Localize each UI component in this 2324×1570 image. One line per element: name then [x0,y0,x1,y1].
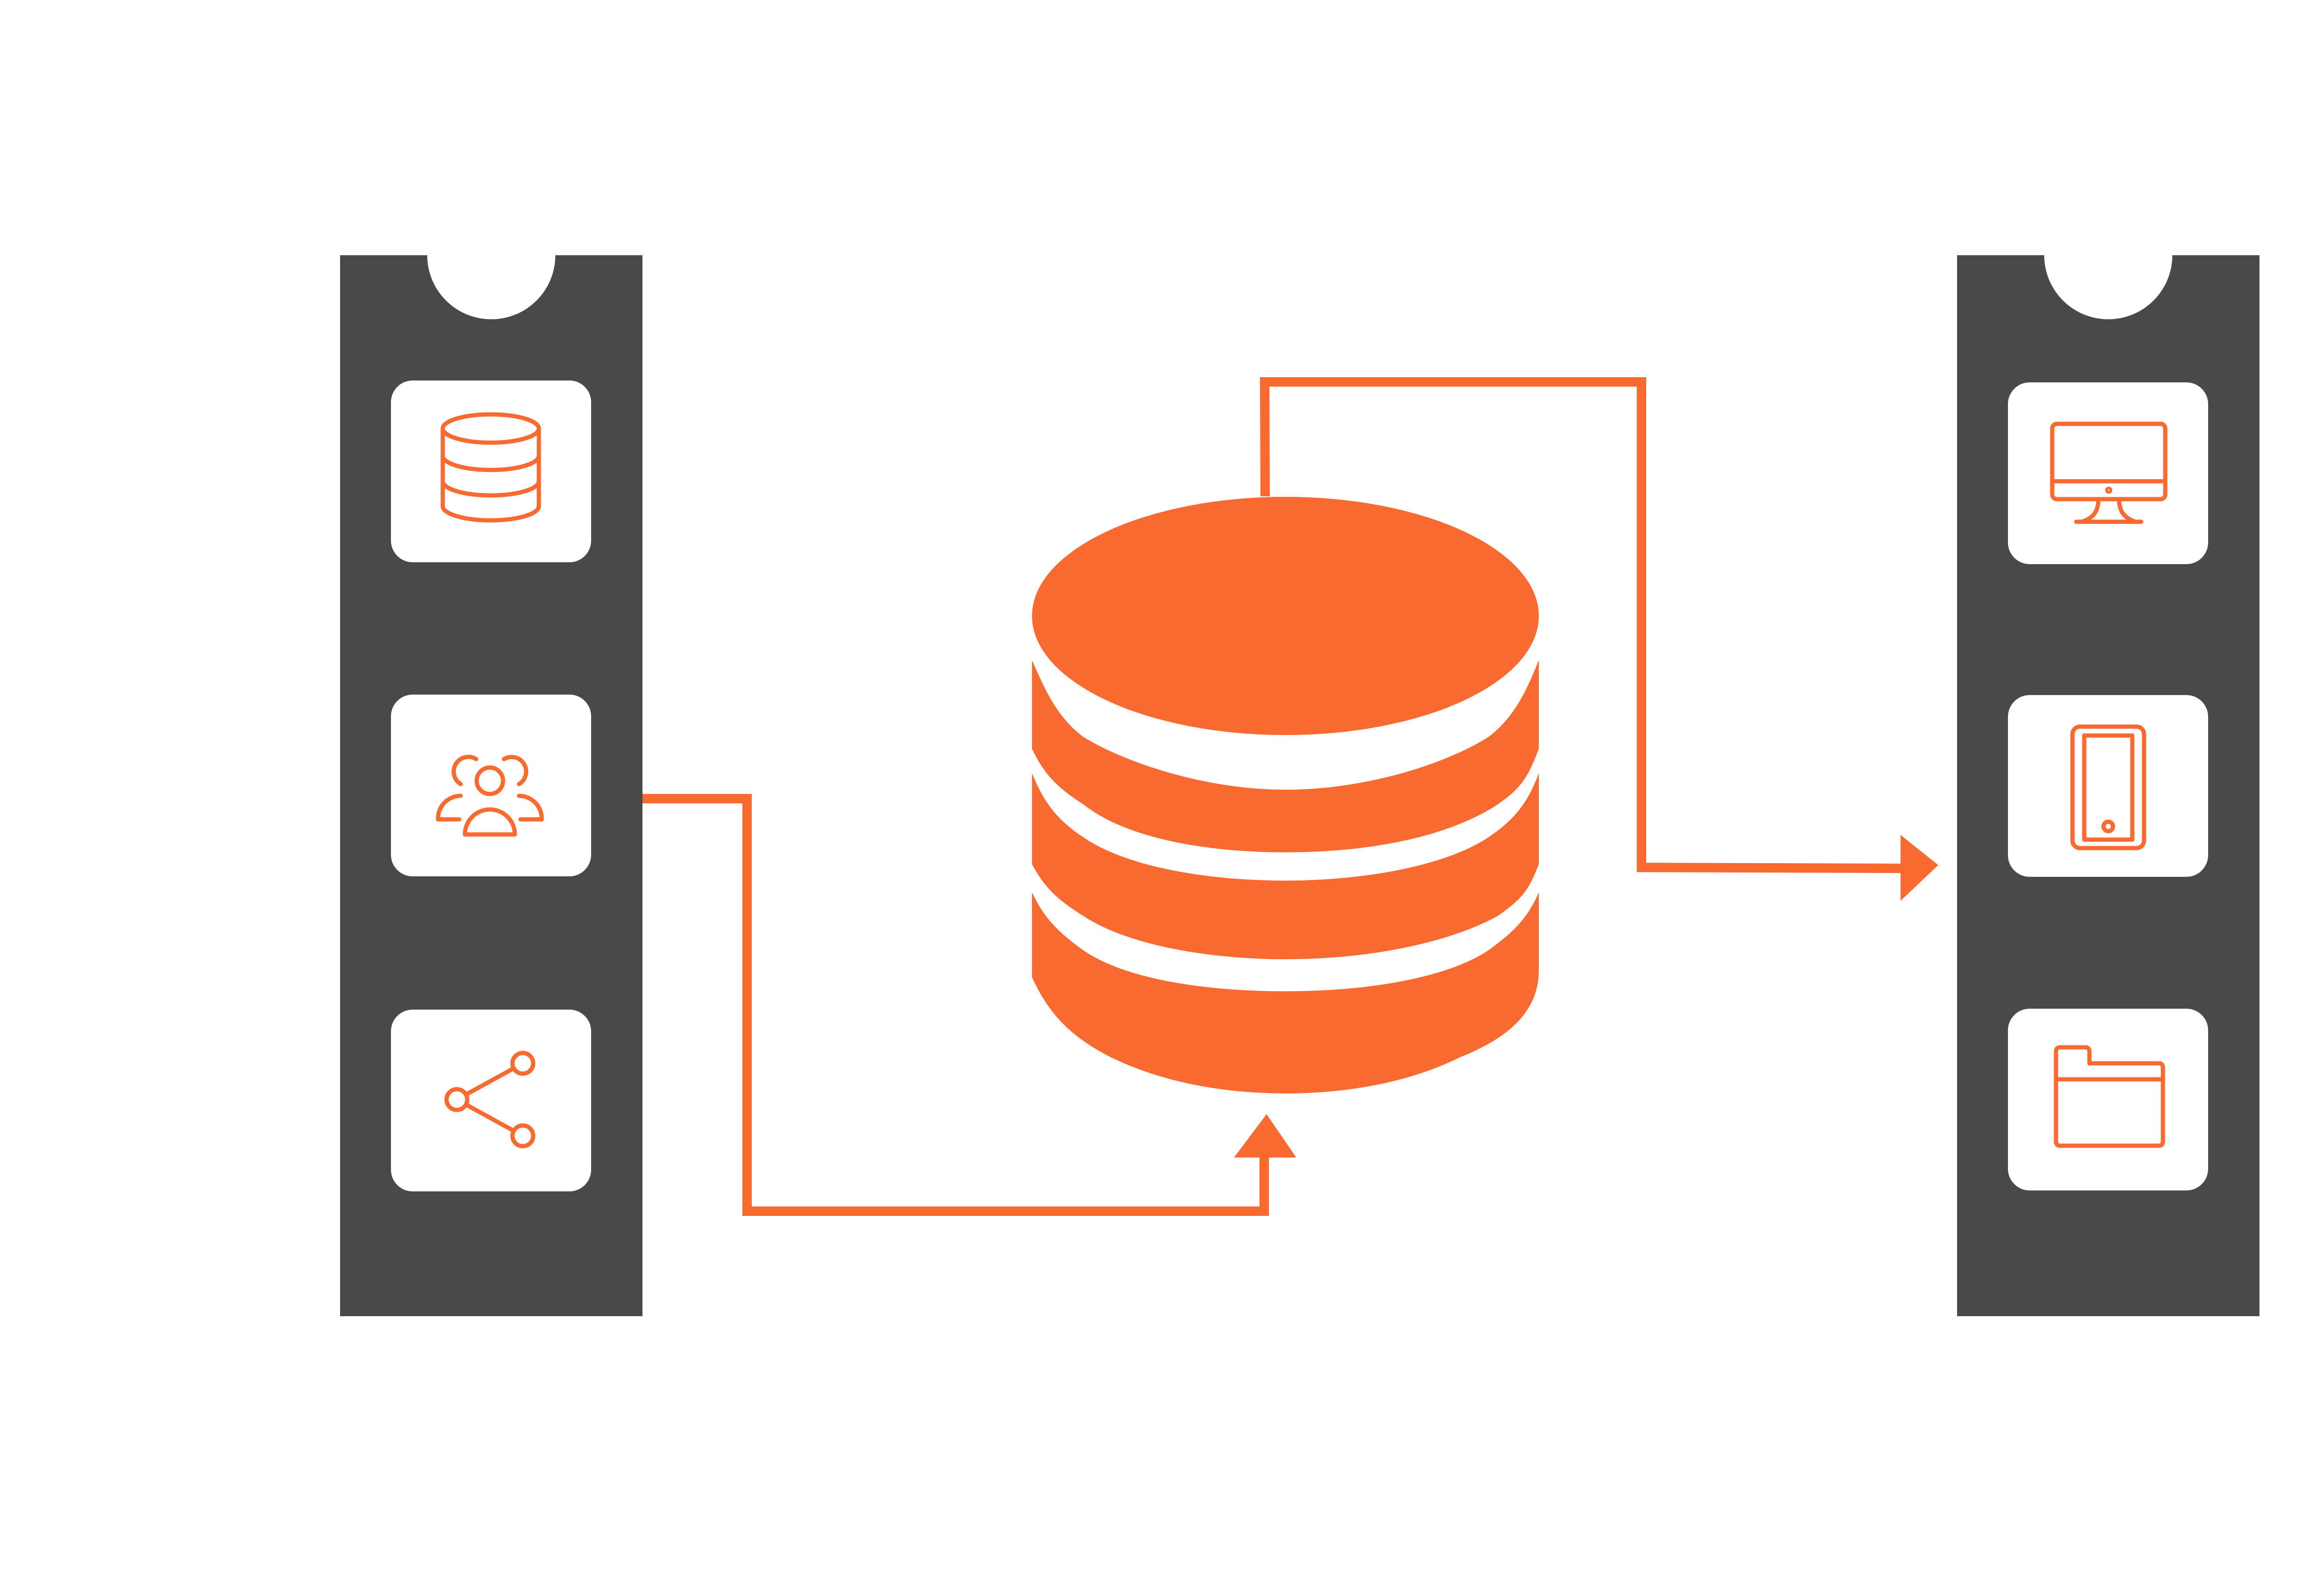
central-database [1032,497,1539,1093]
left-tile-users[interactable] [391,695,591,876]
right-panel [1957,255,2259,1316]
connector-left-to-center [642,794,1296,1216]
mobile-phone-icon [2070,724,2146,850]
left-tile-share[interactable] [391,1010,591,1191]
users-group-icon [436,754,544,837]
database-stack-icon [1032,497,1539,1093]
share-network-icon [444,1051,536,1149]
left-panel [340,255,642,1316]
desktop-monitor-icon [2050,421,2168,524]
left-tile-database[interactable] [391,380,591,562]
right-tile-mobile[interactable] [2008,695,2208,877]
connector-center-to-right [1260,377,1938,901]
database-icon [440,412,541,523]
folder-icon [2054,1045,2165,1148]
right-tile-desktop[interactable] [2008,382,2208,564]
right-tile-folder[interactable] [2008,1009,2208,1190]
arrow-up-head [1234,1114,1296,1157]
arrow-right-head [1901,835,1938,901]
